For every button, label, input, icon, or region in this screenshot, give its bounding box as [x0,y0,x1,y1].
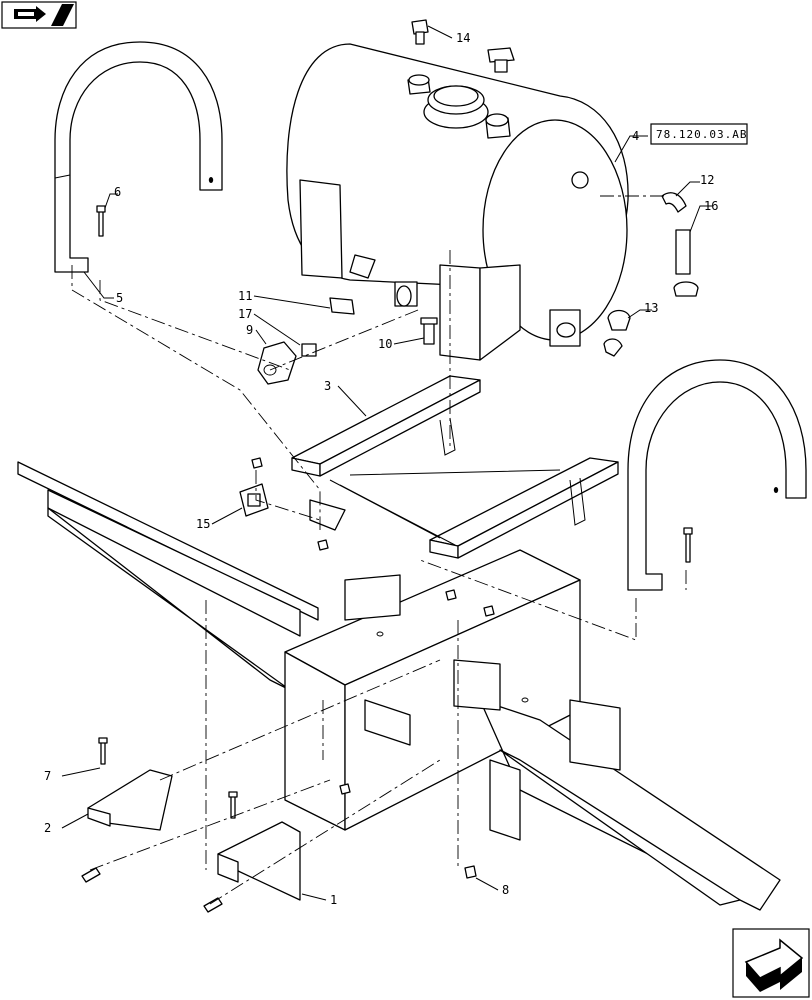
nut-8 [464,865,477,879]
valve-9 [257,341,297,385]
assembly-lines [71,195,687,905]
book-arrow-icon[interactable] [1,1,77,29]
callout-6: 6 [114,185,121,199]
callout-2: 2 [44,821,51,835]
fitting-17 [301,343,317,357]
fitting-14 [411,19,429,45]
next-page-arrow-icon[interactable] [732,928,810,998]
nut-misc [251,457,495,795]
strainer-11 [329,297,355,315]
bolt-6 [96,205,106,237]
callout-17: 17 [238,307,252,321]
callout-1: 1 [330,893,337,907]
callout-9: 9 [246,323,253,337]
guard-1 [217,821,301,901]
callout-16: 16 [704,199,718,213]
fitting-12 [661,192,687,213]
bolt-7 [98,737,108,765]
callout-12: 12 [700,173,714,187]
tank-strap-right [627,359,807,591]
callout-10: 10 [378,337,392,351]
reference-link-text: 78.120.03.AB [656,128,747,141]
cap-13 [603,309,631,357]
callout-14: 14 [456,31,470,45]
callout-13: 13 [644,301,658,315]
callout-5: 5 [116,291,123,305]
tank-cradle [291,375,619,613]
hose-16 [673,229,699,297]
reflector-15 [239,483,269,517]
callout-3: 3 [324,379,331,393]
reference-link-box[interactable]: 78.120.03.AB [650,123,748,145]
bolt-right [683,527,693,563]
callouts: 14 4 12 16 13 6 5 11 17 9 10 3 15 7 2 1 [44,25,718,907]
bolt-guard-1 [228,791,238,819]
callout-15: 15 [196,517,210,531]
guard-2 [87,769,173,831]
bolt-guard-2 [81,867,223,913]
callout-11: 11 [238,289,252,303]
callout-4: 4 [632,129,639,143]
frame [17,461,781,911]
tank-strap-left [54,41,223,273]
callout-8: 8 [502,883,509,897]
fitting-10 [420,317,438,345]
callout-7: 7 [44,769,51,783]
